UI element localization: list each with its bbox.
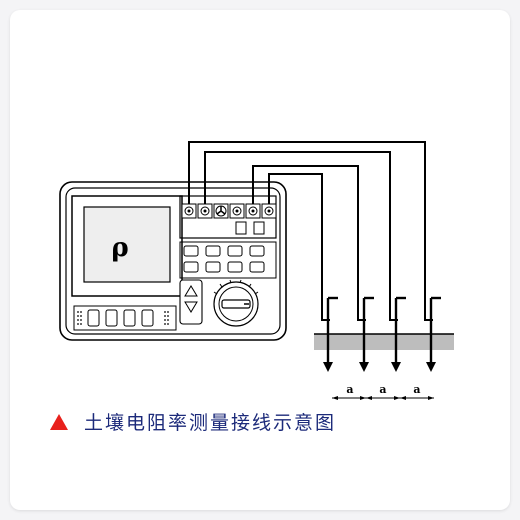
keypad — [179, 241, 277, 279]
terminal[interactable] — [245, 203, 261, 219]
terminal-block — [179, 195, 277, 239]
key[interactable] — [183, 245, 199, 257]
arrow-buttons — [179, 279, 203, 325]
key[interactable] — [205, 261, 221, 273]
wire — [204, 151, 391, 308]
electrodes — [321, 296, 441, 372]
spacing-label: a — [346, 383, 353, 396]
key[interactable] — [183, 261, 199, 273]
speaker-grille-right — [164, 311, 169, 325]
terminal[interactable] — [197, 203, 213, 219]
electrode — [357, 296, 374, 372]
diagram-card: ρ — [10, 10, 510, 510]
up-arrow-icon[interactable] — [184, 285, 198, 297]
rotary-dial[interactable] — [213, 279, 259, 327]
caption-text: 土壤电阻率测量接线示意图 — [84, 412, 337, 434]
down-arrow-icon[interactable] — [184, 301, 198, 313]
terminal[interactable] — [261, 203, 277, 219]
electrode — [424, 296, 441, 372]
spacing-dimension: a a a — [332, 383, 434, 400]
softkey-row — [73, 305, 177, 331]
electrode — [389, 296, 406, 372]
terminal[interactable] — [181, 203, 197, 219]
speaker-grille-left — [77, 311, 82, 325]
key[interactable] — [249, 261, 265, 273]
rho-symbol: ρ — [111, 233, 128, 263]
softkey[interactable] — [141, 309, 154, 327]
softkey[interactable] — [105, 309, 118, 327]
caption: 土壤电阻率测量接线示意图 — [50, 408, 336, 435]
small-switch[interactable] — [235, 221, 247, 235]
key[interactable] — [227, 245, 243, 257]
wire — [188, 141, 426, 308]
softkey[interactable] — [87, 309, 100, 327]
red-triangle-icon — [50, 413, 68, 430]
fan-icon — [213, 203, 229, 219]
key[interactable] — [205, 245, 221, 257]
spacing-label: a — [379, 383, 386, 396]
wire — [252, 165, 359, 308]
wire — [268, 173, 323, 308]
small-switch[interactable] — [253, 221, 265, 235]
lead-wires — [188, 141, 426, 308]
ground — [314, 333, 454, 350]
softkey[interactable] — [123, 309, 136, 327]
terminal[interactable] — [229, 203, 245, 219]
key[interactable] — [227, 261, 243, 273]
resistance-tester: ρ — [59, 181, 287, 341]
electrode — [321, 296, 338, 372]
display-screen: ρ — [71, 195, 183, 297]
wiring-diagram: ρ — [59, 141, 454, 400]
key[interactable] — [249, 245, 265, 257]
spacing-label: a — [413, 383, 420, 396]
